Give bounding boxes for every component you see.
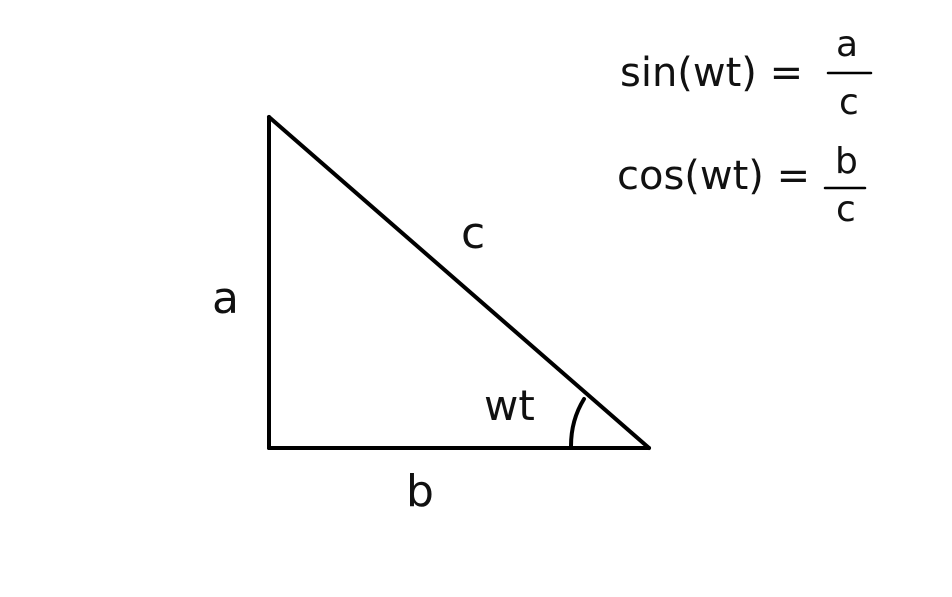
side-c-line bbox=[267, 115, 651, 450]
cos-numerator: b bbox=[835, 141, 858, 182]
angle-arc bbox=[569, 397, 586, 448]
sin-denominator: c bbox=[839, 82, 859, 123]
side-b-label: b bbox=[406, 466, 434, 517]
sin-numerator: a bbox=[836, 24, 858, 65]
cos-denominator: c bbox=[836, 189, 856, 230]
side-a-label: a bbox=[212, 273, 239, 324]
side-c-label: c bbox=[461, 208, 485, 259]
cos-formula-lhs: cos(wt) = bbox=[617, 153, 810, 199]
sin-formula-lhs: sin(wt) = bbox=[620, 50, 803, 96]
angle-label: wt bbox=[484, 381, 535, 430]
